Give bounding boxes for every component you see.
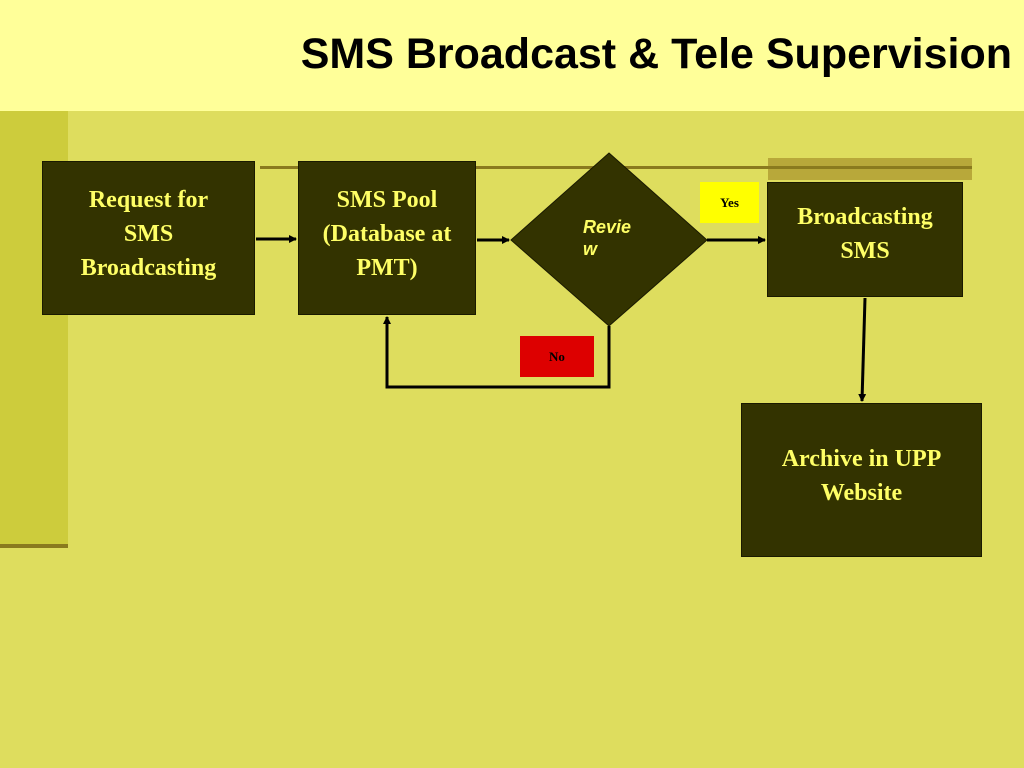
review-node-label: Revie w: [583, 216, 631, 260]
archive-node: Archive in UPP Website: [741, 403, 982, 557]
slide-title: SMS Broadcast & Tele Supervision: [300, 30, 1012, 78]
review-label-line-1: Revie: [583, 217, 632, 237]
arrow-review-no-to-pool: [383, 316, 611, 389]
decorative-bar: [768, 158, 972, 180]
sms-pool-node: SMS Pool (Database at PMT): [298, 161, 476, 315]
broadcasting-node: Broadcasting SMS: [767, 182, 963, 297]
broadcasting-node-label: Broadcasting SMS: [797, 203, 933, 264]
arrow-broadcasting-to-archive: [858, 297, 867, 402]
title-bar: SMS Broadcast & Tele Supervision: [0, 0, 1024, 111]
yes-label: Yes: [700, 182, 759, 223]
left-band-rule: [0, 544, 68, 548]
review-label-line-2: w: [583, 239, 598, 259]
no-label: No: [520, 336, 594, 377]
request-node-label: Request for SMS Broadcasting: [80, 187, 217, 281]
archive-node-label: Archive in UPP Website: [781, 446, 942, 506]
sms-pool-node-label: SMS Pool (Database at PMT): [322, 187, 452, 281]
request-node: Request for SMS Broadcasting: [42, 161, 255, 315]
